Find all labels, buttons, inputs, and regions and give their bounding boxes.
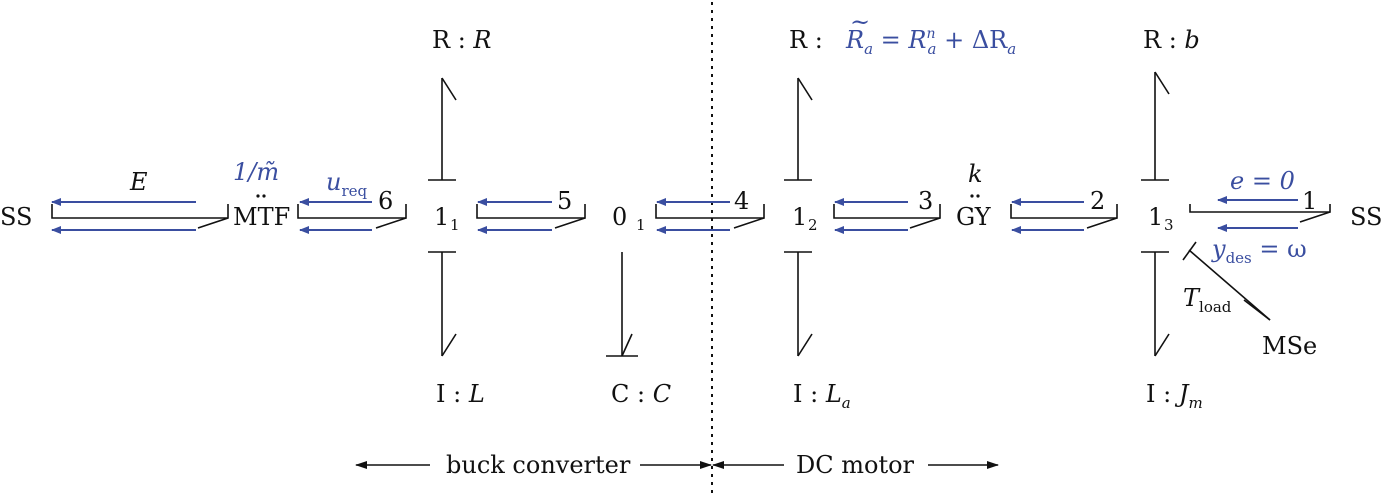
section-label-buck-converter: buck converter [446,451,631,479]
bond-2 [1010,204,1118,229]
bond-3 [833,204,941,229]
mtf-node: MTF [233,203,290,231]
effort-label-E: E [129,168,148,196]
section-label-dc-motor: DC motor [796,451,915,479]
bond-to-c [606,252,638,357]
zero-junction-1: 0 1 [612,203,646,234]
svg-text:1: 1 [792,203,807,231]
r-element-1: R : R [432,26,492,54]
svg-text:3: 3 [1164,216,1174,234]
e-zero-label: e = 0 [1230,167,1295,195]
ss-right-node: SS [1350,203,1382,231]
bond-5 [476,204,586,229]
svg-text:~: ~ [850,8,870,36]
svg-text:2: 2 [808,216,818,234]
bond-number-3: 3 [918,187,933,215]
r-element-3: R : b [1143,26,1200,54]
mse-node: MSe [1262,332,1317,360]
svg-text:1: 1 [1148,203,1163,231]
ss-left-node: SS [0,203,32,231]
bond-number-2: 2 [1090,187,1105,215]
one-junction-1: 1 1 [434,203,460,234]
one-junction-2: 1 2 [792,203,818,234]
i-element-1: I : L [436,380,485,408]
svg-text:R :: R : [789,26,823,54]
gyrator-k-label: k [968,160,983,188]
bond-number-6: 6 [378,187,393,215]
t-load-label: Tload [1183,284,1232,316]
svg-text:1: 1 [434,203,449,231]
bond-number-5: 5 [557,187,572,215]
bond-number-4: 4 [734,187,749,215]
bond-6 [297,204,407,229]
bond-to-i-2 [784,251,813,357]
svg-text:1: 1 [450,216,460,234]
gy-dot [976,194,980,198]
bond-to-i-1 [428,251,457,357]
i-element-2: I : La [793,380,851,412]
bond-number-1: 1 [1302,187,1317,215]
one-junction-3: 1 3 [1148,203,1174,234]
bond-to-r-1 [428,77,457,181]
bond-to-r-2 [784,77,813,181]
bond-to-r-3 [1141,71,1170,181]
bond-1 [1189,204,1331,223]
svg-text:0: 0 [612,203,627,231]
signal-arrows [51,196,1298,234]
bond-to-i-3 [1141,251,1170,357]
gy-node: GY [956,203,992,231]
svg-text:Ra = Rna + ΔRa: Ra = Rna + ΔRa [845,26,1016,58]
y-des-label: ydes = ω [1211,235,1307,267]
u-req-label: ureq [326,168,368,200]
bond-ss-mtf [51,204,229,229]
mtf-dot [262,194,266,198]
mtf-dot [256,194,260,198]
bond-4 [655,204,765,229]
gy-dot [970,194,974,198]
svg-text:1: 1 [636,216,646,234]
bond-to-mse [1182,241,1271,321]
i-element-3: I : Jm [1146,380,1203,412]
c-element: C : C [611,380,671,408]
modulus-label: 1/m̃ [233,158,279,186]
